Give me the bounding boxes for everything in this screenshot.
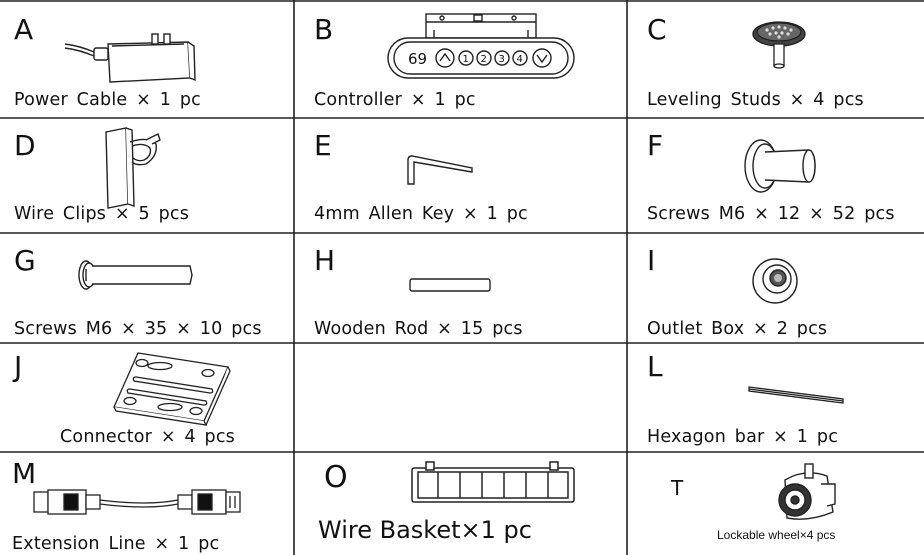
cell-extension-line: M Extension Line × 1 pc xyxy=(0,452,294,555)
cell-wooden-rod: H Wooden Rod × 15 pcs xyxy=(294,233,627,343)
long-screw-icon xyxy=(78,260,193,290)
item-letter: M xyxy=(12,457,37,490)
cell-short-screws: F Screws M6 × 12 × 52 pcs xyxy=(627,118,924,233)
item-caption: Extension Line × 1 pc xyxy=(12,534,220,554)
item-letter: O xyxy=(324,460,348,495)
connector-plate-icon xyxy=(113,352,231,426)
wire-clip-icon xyxy=(105,127,161,209)
controller-button-3: 3 xyxy=(499,54,505,65)
cell-wire-clips: D Wire Clips × 5 pcs xyxy=(0,118,294,233)
controller-button-2: 2 xyxy=(481,54,487,65)
allen-key-icon xyxy=(407,155,473,185)
item-caption: Outlet Box × 2 pcs xyxy=(647,319,828,339)
hexagon-bar-icon xyxy=(748,386,844,404)
wire-basket-icon xyxy=(411,461,575,503)
cell-leveling-studs: C Leveling Studs × 4 pcs xyxy=(627,0,924,118)
item-caption: Hexagon bar × 1 pc xyxy=(647,427,839,447)
outlet-box-icon xyxy=(752,258,798,304)
lockable-wheel-icon xyxy=(778,463,836,520)
item-letter: I xyxy=(647,244,656,277)
cell-allen-key: E 4mm Allen Key × 1 pc xyxy=(294,118,627,233)
item-caption: Screws M6 × 12 × 52 pcs xyxy=(647,204,895,224)
item-letter: T xyxy=(671,476,684,500)
extension-cable-icon xyxy=(33,489,241,515)
item-caption: Controller × 1 pc xyxy=(314,90,476,110)
controller-button-4: 4 xyxy=(517,54,523,65)
item-caption: Wire Basket×1 pc xyxy=(318,516,532,544)
cell-outlet-box: I Outlet Box × 2 pcs xyxy=(627,233,924,343)
item-letter: L xyxy=(647,350,663,383)
item-letter: D xyxy=(14,129,36,162)
cell-connector: J Connector × 4 pcs xyxy=(0,343,294,452)
wooden-rod-icon xyxy=(409,278,491,292)
cell-empty xyxy=(294,343,627,452)
item-caption: Leveling Studs × 4 pcs xyxy=(647,90,864,110)
item-caption: Connector × 4 pcs xyxy=(60,427,235,447)
item-letter: J xyxy=(14,350,23,383)
controller-button-1: 1 xyxy=(463,54,469,65)
item-caption: 4mm Allen Key × 1 pc xyxy=(314,204,528,224)
leveling-stud-icon xyxy=(752,21,806,69)
item-letter: B xyxy=(314,13,334,46)
cell-wire-basket: O Wire Basket×1 pc xyxy=(294,452,627,555)
cell-lockable-wheel: T Lockable wheel×4 pcs xyxy=(627,452,924,555)
cell-power-cable: A Power Cable × 1 pc xyxy=(0,0,294,118)
controller-display: 69 xyxy=(408,50,427,68)
controller-icon: 69 1 2 3 4 xyxy=(387,13,575,79)
item-caption: Lockable wheel×4 pcs xyxy=(717,528,836,542)
cell-hexagon-bar: L Hexagon bar × 1 pc xyxy=(627,343,924,452)
power-adapter-icon xyxy=(64,33,196,83)
item-caption: Wire Clips × 5 pcs xyxy=(14,204,190,224)
item-letter: E xyxy=(314,129,332,162)
item-letter: C xyxy=(647,13,667,46)
cell-long-screws: G Screws M6 × 35 × 10 pcs xyxy=(0,233,294,343)
short-screw-icon xyxy=(744,139,816,193)
item-letter: G xyxy=(14,244,36,277)
item-caption: Wooden Rod × 15 pcs xyxy=(314,319,523,339)
cell-controller: B 69 1 2 xyxy=(294,0,627,118)
item-letter: H xyxy=(314,244,336,277)
item-letter: F xyxy=(647,129,664,162)
item-caption: Power Cable × 1 pc xyxy=(14,90,201,110)
item-letter: A xyxy=(14,13,34,46)
item-caption: Screws M6 × 35 × 10 pcs xyxy=(14,319,262,339)
